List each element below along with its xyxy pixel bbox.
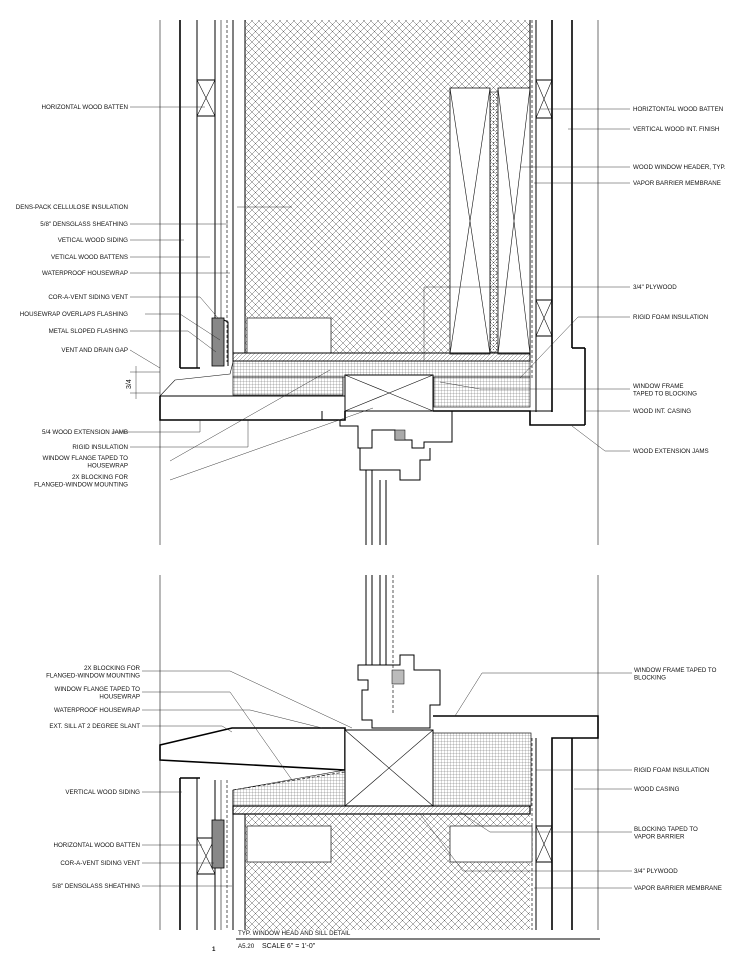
head-labels-right-4: 3/4" PLYWOOD (633, 284, 677, 291)
head-labels-right-7: WOOD INT. CASING (633, 408, 691, 415)
head-labels-right-8: WOOD EXTENSION JAMS (633, 448, 709, 455)
head-labels-right-5: RIGID FOAM INSULATION (633, 314, 708, 321)
head-labels-right-1: VERTICAL WOOD INT. FINISH (633, 126, 719, 133)
dimension-label: 3/4 (126, 379, 133, 389)
head-left-labels: HORIZONTAL WOOD BATTEN DENS-PACK CELLULOS… (16, 104, 129, 489)
title-scale: SCALE 6" = 1'-0" (262, 943, 316, 950)
sill-labels-right-4: 3/4" PLYWOOD (634, 868, 678, 875)
head-labels-left-5: WATERPROOF HOUSEWRAP (42, 270, 128, 277)
head-labels-left-2: 5/8" DENSGLASS SHEATHING (40, 221, 128, 228)
head-labels-left-0: HORIZONTAL WOOD BATTEN (41, 104, 128, 111)
head-labels-left-10: 5/4 WOOD EXTENSION JAMB (42, 429, 128, 436)
sill-labels-right-2: WOOD CASING (634, 786, 680, 793)
title-sheet: A5.20 (238, 943, 255, 950)
sill-labels-left-2: WATERPROOF HOUSEWRAP (54, 707, 140, 714)
sill-detail-geometry (159, 575, 599, 930)
head-detail-geometry (159, 20, 599, 545)
head-labels-left-7: HOUSEWRAP OVERLAPS FLASHING (20, 311, 128, 318)
sill-labels-left-7: 5/8" DENSGLASS SHEATHING (52, 883, 140, 890)
head-labels-left-11: RIGID INSULATION (72, 444, 128, 451)
sill-labels-right-5: VAPOR BARRIER MEMBRANE (634, 885, 722, 892)
sill-labels-left-5: HORIZONTAL WOOD BATTEN (53, 842, 140, 849)
head-labels-left-8: METAL SLOPED FLASHING (49, 328, 129, 335)
head-right-labels: HORIZTONTAL WOOD BATTEN VERTICAL WOOD INT… (633, 106, 726, 455)
label-leader-lines (112, 106, 632, 889)
sill-labels-left-3: EXT. SILL AT 2 DEGREE SLANT (49, 723, 140, 730)
head-labels-left-4: VETICAL WOOD BATTENS (51, 254, 128, 261)
title-number: 1 (212, 946, 216, 953)
head-labels-right-3: VAPOR BARRIER MEMBRANE (633, 180, 721, 187)
head-labels-left-6: COR-A-VENT SIDING VENT (48, 294, 128, 301)
head-labels-left-1: DENS-PACK CELLULOSE INSULATION (16, 204, 128, 211)
head-labels-right-2: WOOD WINDOW HEADER, TYP. (633, 164, 726, 171)
sill-labels-right-1: RIGID FOAM INSULATION (634, 767, 709, 774)
title-name: TYP. WINDOW HEAD AND SILL DETAIL (238, 930, 351, 937)
vent-gap-dimension: 3/4 (126, 366, 160, 399)
sill-labels-left-4: VERTICAL WOOD SIDING (65, 789, 140, 796)
head-labels-left-3: VETICAL WOOD SIDING (58, 237, 128, 244)
head-labels-right-0: HORIZTONTAL WOOD BATTEN (633, 106, 723, 113)
sill-labels-left-6: COR-A-VENT SIDING VENT (60, 860, 140, 867)
head-labels-left-9: VENT AND DRAIN GAP (61, 347, 128, 354)
title-block: 1 TYP. WINDOW HEAD AND SILL DETAIL A5.20… (212, 930, 600, 953)
